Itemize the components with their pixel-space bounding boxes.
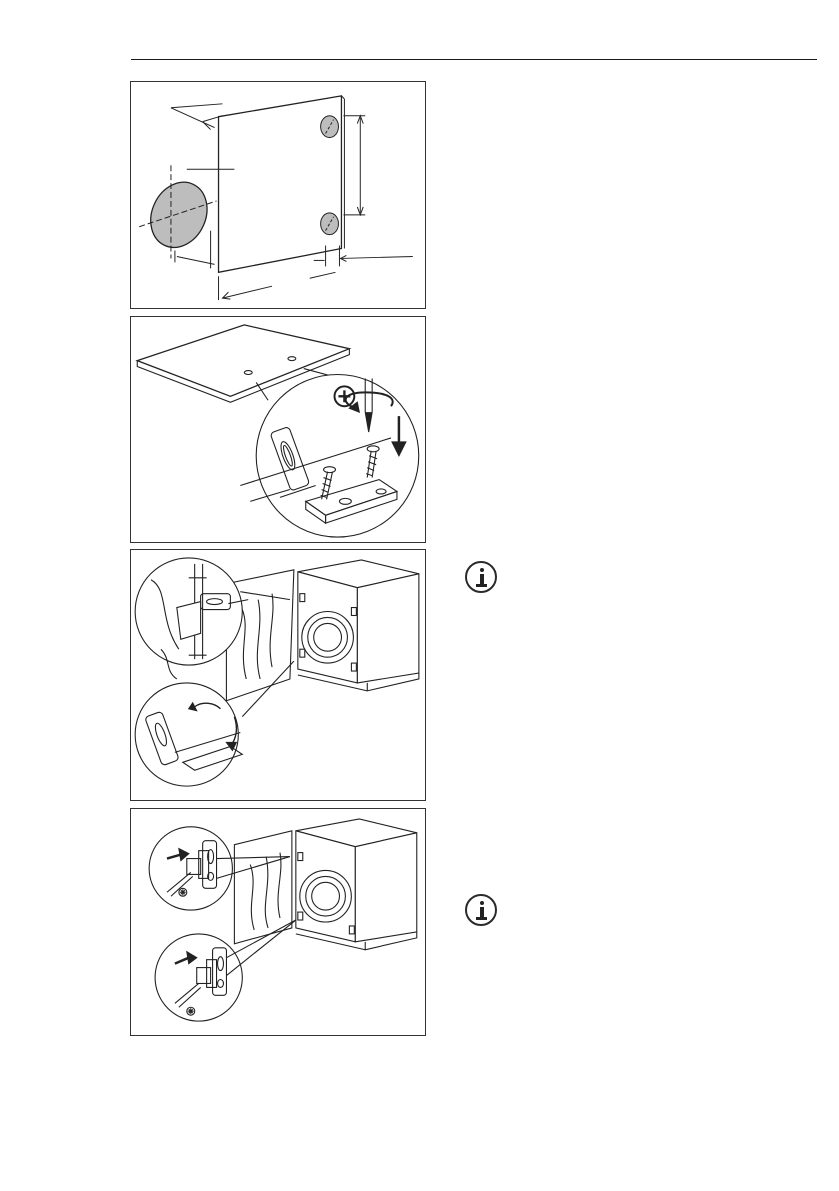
figure-door-panel (130, 81, 426, 309)
info-icon (465, 561, 497, 593)
hinge-mounting-drawing (131, 317, 425, 542)
door-panel-drawing (131, 82, 425, 308)
figure-hinge-alignment (130, 549, 426, 801)
header-rule (131, 59, 817, 60)
figure-hinge-mounting (130, 316, 426, 543)
info-icon (465, 894, 497, 926)
hinge-adjustment-drawing (131, 809, 425, 1035)
hinge-alignment-drawing (131, 550, 425, 800)
figure-hinge-adjust (130, 808, 426, 1036)
